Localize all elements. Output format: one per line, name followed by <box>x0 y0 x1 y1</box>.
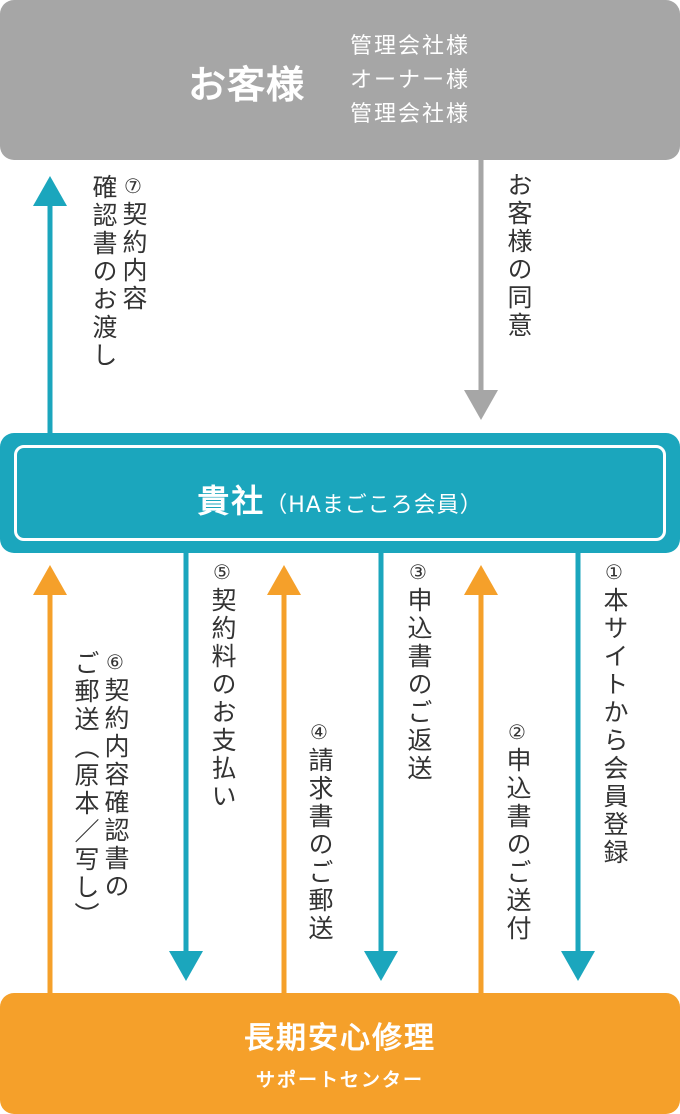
customer-title: お客様 <box>188 63 306 107</box>
customer-box: お客様 管理会社様 オーナー様 管理会社様 <box>0 0 680 160</box>
arrow-step-6 <box>33 565 67 993</box>
step-5-text: 契約料のお支払い <box>208 587 237 811</box>
customer-type-2: オーナー様 <box>350 68 471 93</box>
label-step-2: ②申込書のご送付 <box>502 720 532 980</box>
step-6-line2: ご郵送（原本／写し） <box>71 650 100 930</box>
step-4-number: ④ <box>307 720 331 747</box>
arrow-step-5 <box>169 553 203 981</box>
step-4-text: 請求書のご郵送 <box>305 747 334 943</box>
support-center-title: 長期安心修理 <box>244 1021 436 1056</box>
arrow-step-2 <box>464 565 498 993</box>
step-7-line2: 確認書のお渡し <box>89 174 118 370</box>
label-consent: お客様の同意 <box>503 172 533 372</box>
arrow-step-7 <box>33 176 67 433</box>
arrow-consent <box>464 160 498 420</box>
consent-text: お客様の同意 <box>504 172 533 340</box>
company-name: 貴社 <box>197 482 266 520</box>
support-center-subtitle: サポートセンター <box>255 1069 424 1091</box>
step-3-text: 申込書のご返送 <box>404 587 433 783</box>
label-step-4: ④請求書のご郵送 <box>304 720 334 980</box>
step-7-number: ⑦ <box>121 174 145 201</box>
step-6-line1: 契約内容確認書の <box>101 677 130 901</box>
step-2-number: ② <box>505 720 529 747</box>
step-5-number: ⑤ <box>210 560 234 587</box>
label-step-1: ①本サイトから会員登録 <box>599 560 629 920</box>
label-step-7: ⑦契約内容確認書のお渡し <box>88 174 148 424</box>
company-membership: （HAまごころ会員） <box>265 493 483 518</box>
step-1-number: ① <box>602 560 626 587</box>
label-step-3: ③申込書のご返送 <box>403 560 433 820</box>
customer-type-3: 管理会社様 <box>350 102 471 127</box>
customer-type-1: 管理会社様 <box>350 34 471 59</box>
step-1-text: 本サイトから会員登録 <box>600 587 629 867</box>
arrow-step-4 <box>267 565 301 993</box>
label-step-5: ⑤契約料のお支払い <box>207 560 237 860</box>
step-6-number: ⑥ <box>103 650 127 677</box>
company-inner-frame: 貴社（HAまごころ会員） <box>14 445 666 541</box>
support-center-box: 長期安心修理 サポートセンター <box>0 993 680 1114</box>
customer-types: 管理会社様 オーナー様 管理会社様 <box>350 30 470 132</box>
label-step-6: ⑥契約内容確認書のご郵送（原本／写し） <box>70 650 130 980</box>
arrow-step-3 <box>364 553 398 981</box>
step-3-number: ③ <box>406 560 430 587</box>
arrow-step-1 <box>561 553 595 981</box>
step-7-line1: 契約内容 <box>119 201 148 313</box>
step-2-text: 申込書のご送付 <box>503 747 532 943</box>
company-box: 貴社（HAまごころ会員） <box>0 433 680 553</box>
